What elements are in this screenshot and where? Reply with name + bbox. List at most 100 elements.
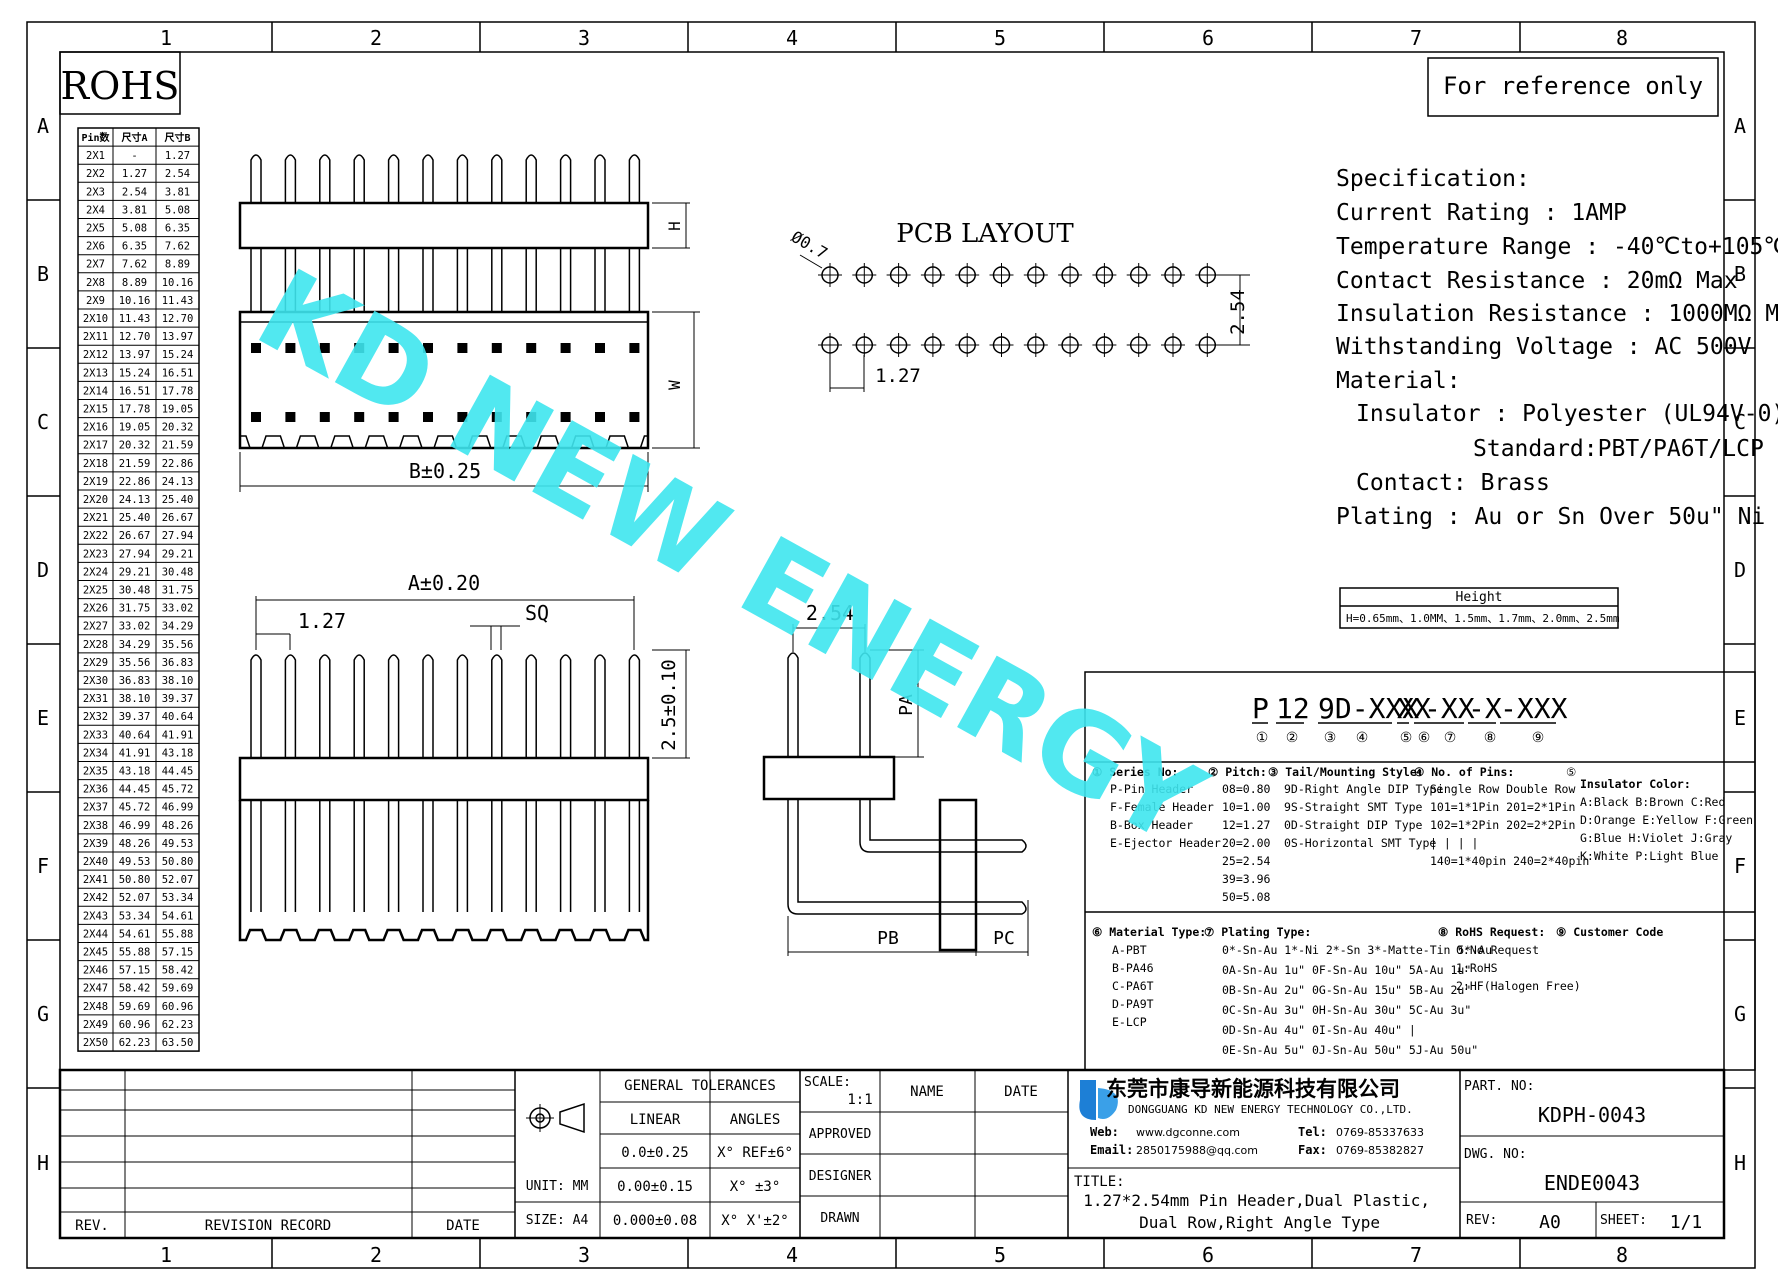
pin-table-cell: 12.70 [162,313,194,325]
pin-table-cell: 44.45 [119,784,151,796]
color-item: D:Orange E:Yellow F:Green [1580,813,1753,827]
pin-tail [525,654,537,758]
pin-tail [284,654,297,758]
dim-w: W [665,380,684,390]
tel-value: 0769-85337633 [1336,1126,1424,1139]
dim-pb: PB [877,928,899,949]
row-label-right: D [1734,558,1746,582]
pins-title: ④ No. of Pins: [1414,765,1514,779]
pin-top [491,154,503,203]
angle-tolerance: X° ±3° [730,1179,781,1195]
pin-table-cell: 6.35 [165,223,190,235]
pin-table-cell: 3.81 [122,204,147,216]
row-label-left: F [37,854,49,878]
pin-table-cell: 15.24 [162,349,194,361]
pins-item: 101=1*1Pin 201=2*1Pin [1430,800,1575,814]
plating-item: 0*-Sn-Au 1*-Ni 2*-Sn 3*-Matte-Tin 5*-Au [1222,943,1492,957]
material-title: ⑥ Material Type: [1092,925,1206,939]
pin-table-cell: 2X24 [83,566,108,578]
row-label-right: B [1734,262,1746,286]
pin-table-cell: 58.42 [119,983,151,995]
side-view-drawing [762,624,1029,956]
pin-square [354,343,365,353]
row-label-right: C [1734,410,1746,434]
pin-table-cell: 10.16 [162,277,194,289]
pin-table-cell: 62.23 [162,1019,194,1031]
email-label: Email: [1090,1143,1133,1157]
pin-square [423,343,433,353]
pin-table-cell: 7.62 [122,259,147,271]
linear-tolerance: 0.00±0.15 [617,1179,693,1195]
pin-table-cell: 21.59 [119,458,151,470]
col-label-top: 7 [1410,26,1422,50]
front-view-drawing [238,154,700,492]
pin-table-cell: 22.86 [162,458,194,470]
pin-table-cell: 2X33 [83,729,108,741]
rev-value: A0 [1539,1212,1561,1233]
linear-tolerance: 0.000±0.08 [613,1213,697,1229]
pin-table-cell: 29.21 [119,566,151,578]
pin-table-cell: 11.43 [119,313,151,325]
pin-table-cell: 2X37 [83,802,108,814]
pin-square [423,412,433,422]
pin-table-cell: 2X16 [83,422,108,434]
pin-table-header: Pin数 [81,131,110,144]
pin-table-cell: 25.40 [162,494,194,506]
pin-table-cell: 17.78 [119,404,151,416]
pin-table-cell: 59.69 [119,1001,151,1013]
angles-label: ANGLES [730,1112,781,1128]
pin-table-cell: 8.89 [122,277,147,289]
pin-square [457,412,468,422]
part-code-marker: ④ [1356,730,1369,746]
part-code-segment: -XX [1424,692,1475,725]
pin-table-cell: 55.88 [119,947,151,959]
series-item: P-Pin Header [1110,782,1193,796]
pin-table-cell: 27.94 [119,548,151,560]
pin-table-cell: 50.80 [162,856,194,868]
pin-table-cell: 2X41 [83,874,108,886]
pin-table-cell: 46.99 [119,820,151,832]
col-label-bottom: 7 [1410,1243,1422,1267]
pin-square [526,412,537,422]
pin-table-cell: 11.43 [162,295,194,307]
dim-pa: PA [896,694,917,716]
pin-table-cell: 2X4 [86,204,105,216]
pin-square [629,343,640,353]
size: SIZE: A4 [526,1213,589,1228]
company-logo [1079,1080,1096,1120]
pin-table-cell: 2X45 [83,947,108,959]
pin-top [353,154,365,203]
row-label-right: A [1734,114,1746,138]
pin-table-cell: 46.99 [162,802,194,814]
pin-table-cell: 44.45 [162,766,194,778]
rev-label: REV. [75,1218,109,1234]
part-code-marker: ① [1256,730,1269,746]
row-label-left: C [37,410,49,434]
pins-item: 102=1*2Pin 202=2*2Pin [1430,818,1575,832]
material-item: E-LCP [1112,1015,1147,1029]
pin-table-cell: 35.56 [119,657,151,669]
pin-table-cell: 2X11 [83,331,108,343]
unit: UNIT: MM [526,1179,589,1194]
pin-table-cell: 16.51 [162,367,194,379]
tail-item: 0S-Horizontal SMT Type [1284,836,1436,850]
part-code-marker: ③ [1324,730,1337,746]
pin-table-cell: 38.10 [119,693,151,705]
pin-table-cell: 10.16 [119,295,151,307]
pin-table-cell: 63.50 [162,1037,194,1049]
pin-table-cell: 22.86 [119,476,151,488]
plating-item: 0C-Sn-Au 3u" 0H-Sn-Au 30u" 5C-Au 3u" [1222,1003,1471,1017]
side-bent-pin-2 [859,799,1027,853]
col-label-bottom: 8 [1616,1243,1628,1267]
part-code-segment: -X [1468,692,1502,725]
pin-table-cell: 16.51 [119,385,151,397]
pin-table-cell: 55.88 [162,928,194,940]
pin-table-cell: 2X2 [86,168,105,180]
pin-table-cell: 2X44 [83,928,108,940]
pin-table-cell: 2X22 [83,530,108,542]
row-label-left: H [37,1151,49,1175]
drawing-title-line-1: 1.27*2.54mm Pin Header,Dual Plastic, [1083,1191,1430,1210]
